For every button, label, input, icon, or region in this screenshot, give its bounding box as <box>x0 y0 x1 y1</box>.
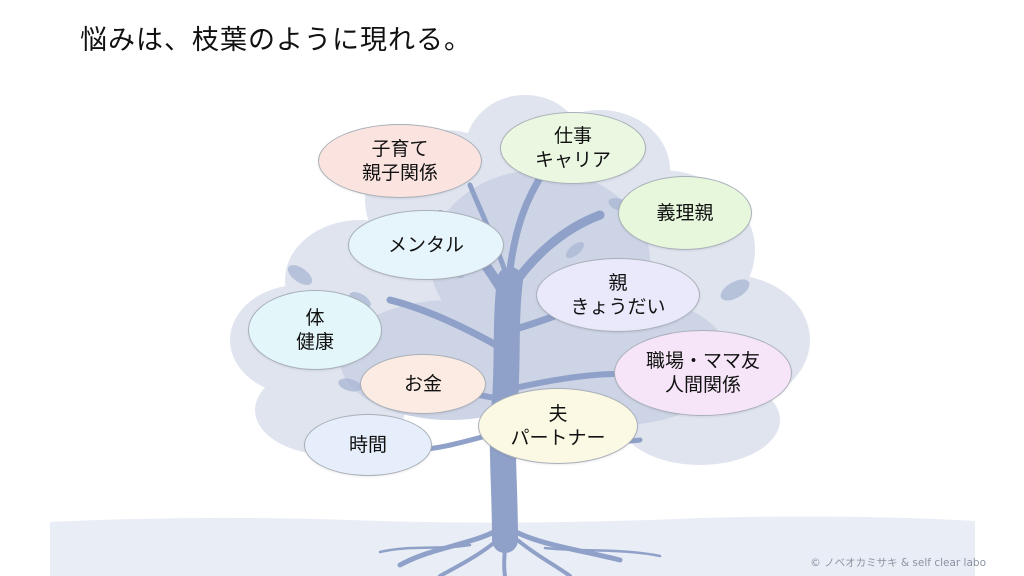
bubble-family-siblings: 親きょうだい <box>536 258 700 332</box>
bubble-time: 時間 <box>304 414 432 476</box>
bubble-partner: 夫パートナー <box>478 388 638 464</box>
roots <box>378 527 662 576</box>
bubble-parenting: 子育て親子関係 <box>318 124 482 198</box>
bubble-money: お金 <box>360 354 486 414</box>
copyright-text: © ノベオカミサキ & self clear labo <box>810 557 986 569</box>
slide-title: 悩みは、枝葉のように現れる。 <box>80 25 472 56</box>
bubble-mental: メンタル <box>348 210 504 280</box>
bubble-career: 仕事キャリア <box>500 112 646 184</box>
bubble-in-laws: 義理親 <box>618 176 752 250</box>
bubble-workplace-relations: 職場・ママ友人間関係 <box>614 330 792 416</box>
bubble-health: 体健康 <box>248 290 382 370</box>
